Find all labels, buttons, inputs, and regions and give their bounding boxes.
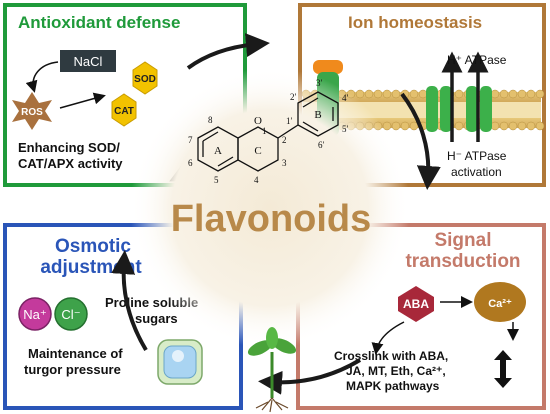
proline-line2: sugars [135,311,178,326]
atom-5prime-label: 5′ [342,124,349,134]
ros-label: ROS [21,107,43,118]
crosslink-line3: MAPK pathways [346,379,440,393]
flavonoid-structure-icon [197,91,339,172]
crosslink-line2: JA, MT, Eth, Ca²⁺, [346,364,446,378]
plant-cell-icon [157,339,203,385]
chloride-ion-label: Cl⁻ [61,307,80,322]
atom-4prime-label: 4′ [342,93,349,103]
h-atpase-pump-icon [426,86,492,132]
atom-3-label: 3 [282,158,287,168]
flavonoids-title: Flavonoids [171,198,372,240]
atom-2prime-label: 2′ [290,92,297,102]
cat-hexagon-icon [111,93,137,127]
aba-label: ABA [403,297,429,311]
bidirectional-arrow-icon [494,350,512,388]
atom-2-label: 2 [282,135,287,145]
ring-a-label: A [214,145,222,157]
atom-6prime-label: 6′ [318,140,325,150]
center-glow [130,68,410,348]
activation-line1: H⁻ ATPase [447,149,507,163]
h-atpase-label: H⁺ ATPase [447,53,507,67]
nacl-label: NaCl [74,54,103,69]
ring-c-label: C [254,145,261,157]
cycle-arrows [111,33,441,395]
cycle-arrow-right-icon [400,92,441,190]
ros-star-icon [12,92,52,130]
sod-label: SOD [134,74,156,85]
atom-6-label: 6 [188,158,193,168]
antioxidant-desc-line2: CAT/APX activity [18,156,123,171]
flavonoid-center: A C B O 8 7 6 5 4 3 2 1 1′ 2′ 3′ 4′ 5′ 6… [130,68,410,348]
sod-hexagon-icon [132,61,158,95]
osmotic-title-line1: Osmotic [55,236,131,257]
antioxidant-desc-line1: Enhancing SOD/ [18,140,120,155]
calcium-ion-label: Ca²⁺ [488,298,512,310]
turgor-line2: turgor pressure [24,362,121,377]
atom-8-label: 8 [208,115,213,125]
sodium-ion-label: Na⁺ [23,307,46,322]
cycle-arrow-left-icon [111,250,148,352]
signal-title-line1: Signal [434,230,491,251]
osmotic-title-line2: adjustment [40,257,142,278]
atom-4-label: 4 [254,175,259,185]
cycle-arrow-top-icon [186,33,270,70]
calcium-ion-icon [474,282,526,322]
cat-label: CAT [114,106,134,117]
antioxidant-title: Antioxidant defense [18,13,180,32]
oxygen-atom-label: O [254,115,262,127]
chloride-ion-icon [54,297,88,331]
aba-hexagon-icon [398,286,434,322]
ros-to-enzymes-arrow [59,92,106,109]
atom-1-label: 1 [262,126,267,136]
ring-b-label: B [314,109,321,121]
turgor-line1: Maintenance of [28,346,123,361]
atom-3prime-label: 3′ [316,78,323,88]
nacl-box [60,50,116,72]
cycle-arrow-bottom-icon [258,358,362,395]
crosslink-line1: Crosslink with ABA, [334,349,448,363]
seedling-icon [247,327,297,413]
atom-7-label: 7 [188,135,193,145]
nacl-to-ros-arrow [25,61,59,93]
signal-title-line2: transduction [405,251,520,272]
aba-to-crosslink-arrow [371,321,405,355]
atom-1prime-label: 1′ [286,116,293,126]
sodium-ion-icon [18,297,52,331]
atom-5-label: 5 [214,175,219,185]
ion-title: Ion homeostasis [348,13,482,32]
activation-line2: activation [451,165,502,179]
